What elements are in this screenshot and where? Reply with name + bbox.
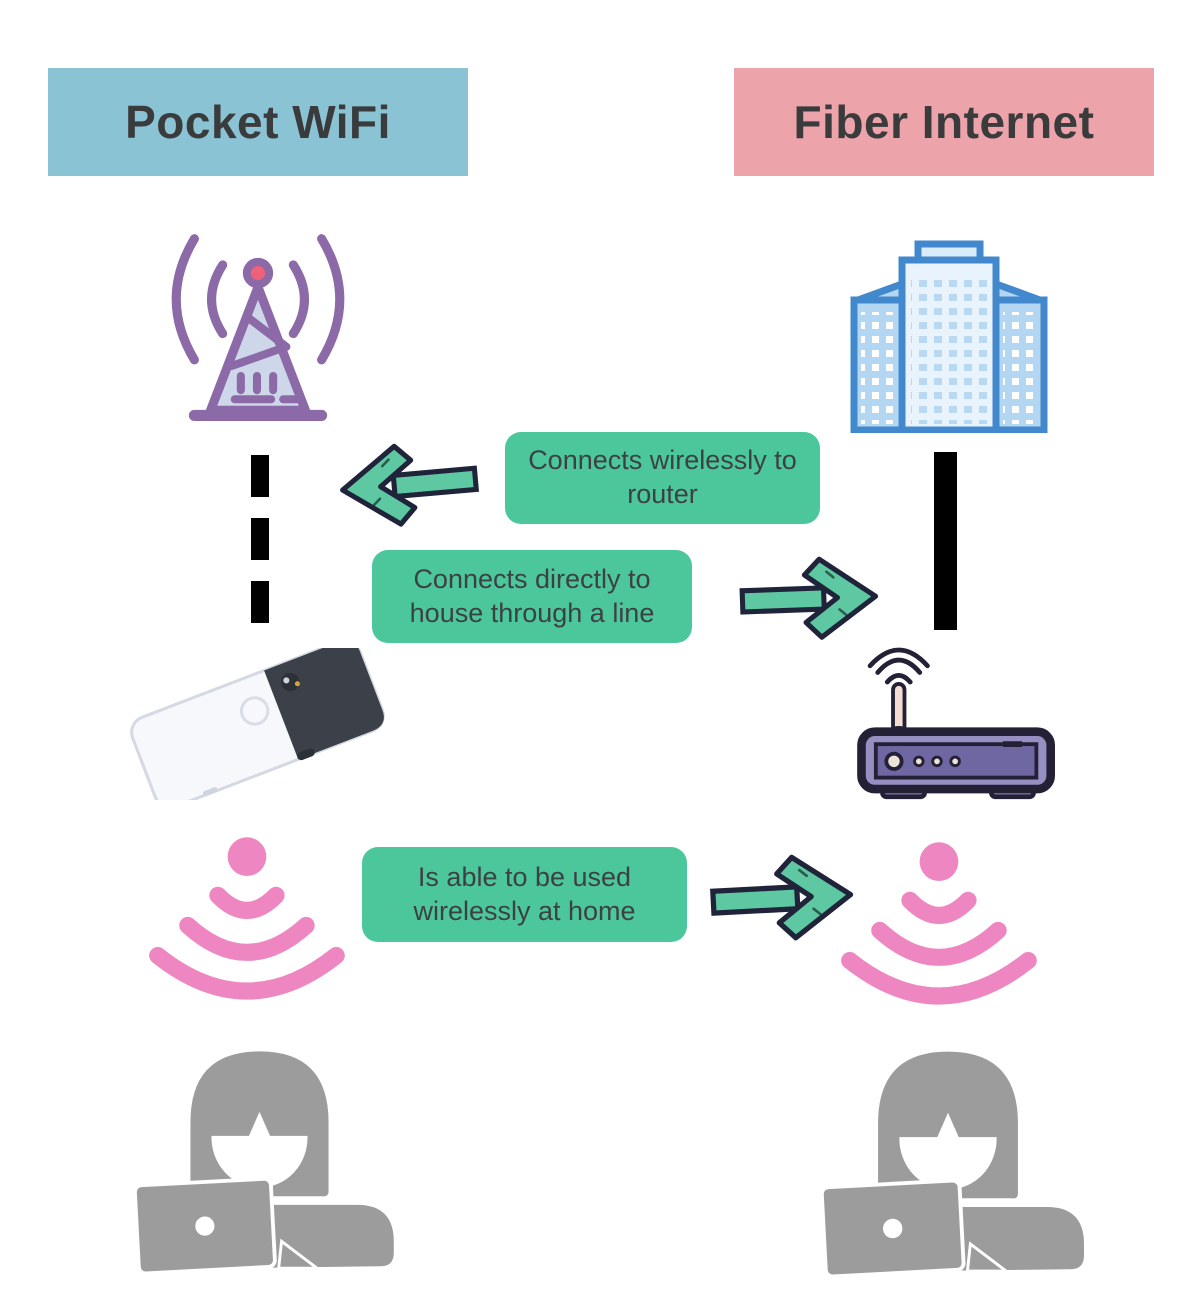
label-wireless-at-home: Is able to be used wirelessly at home <box>362 847 687 942</box>
router-icon <box>848 640 1068 812</box>
label-wireless-at-home-text: Is able to be used wirelessly at home <box>413 861 636 926</box>
building-icon <box>843 238 1055 433</box>
pocket-wifi-header-label: Pocket WiFi <box>125 96 391 148</box>
label-connects-directly-text: Connects directly to house through a lin… <box>409 563 655 628</box>
person-laptop-icon <box>798 1038 1098 1276</box>
smartphone-icon <box>130 648 385 800</box>
cell-tower-icon <box>152 212 364 430</box>
fiber-internet-header: Fiber Internet <box>734 68 1154 176</box>
label-connects-directly: Connects directly to house through a lin… <box>372 550 692 643</box>
fiber-internet-header-label: Fiber Internet <box>793 96 1095 148</box>
arrow-right-icon <box>731 548 892 648</box>
pocket-wifi-header: Pocket WiFi <box>48 68 468 176</box>
label-connects-wirelessly: Connects wirelessly to router <box>505 432 820 524</box>
wifi-signal-icon <box>822 838 1057 1010</box>
arrow-right-icon <box>698 845 873 952</box>
solid-connection-line <box>934 452 957 630</box>
label-connects-wirelessly-text: Connects wirelessly to router <box>528 445 797 509</box>
person-laptop-icon <box>112 1038 407 1273</box>
arrow-left-icon <box>326 431 486 539</box>
dashed-connection-line <box>251 455 269 623</box>
wifi-signal-icon <box>130 833 365 1005</box>
